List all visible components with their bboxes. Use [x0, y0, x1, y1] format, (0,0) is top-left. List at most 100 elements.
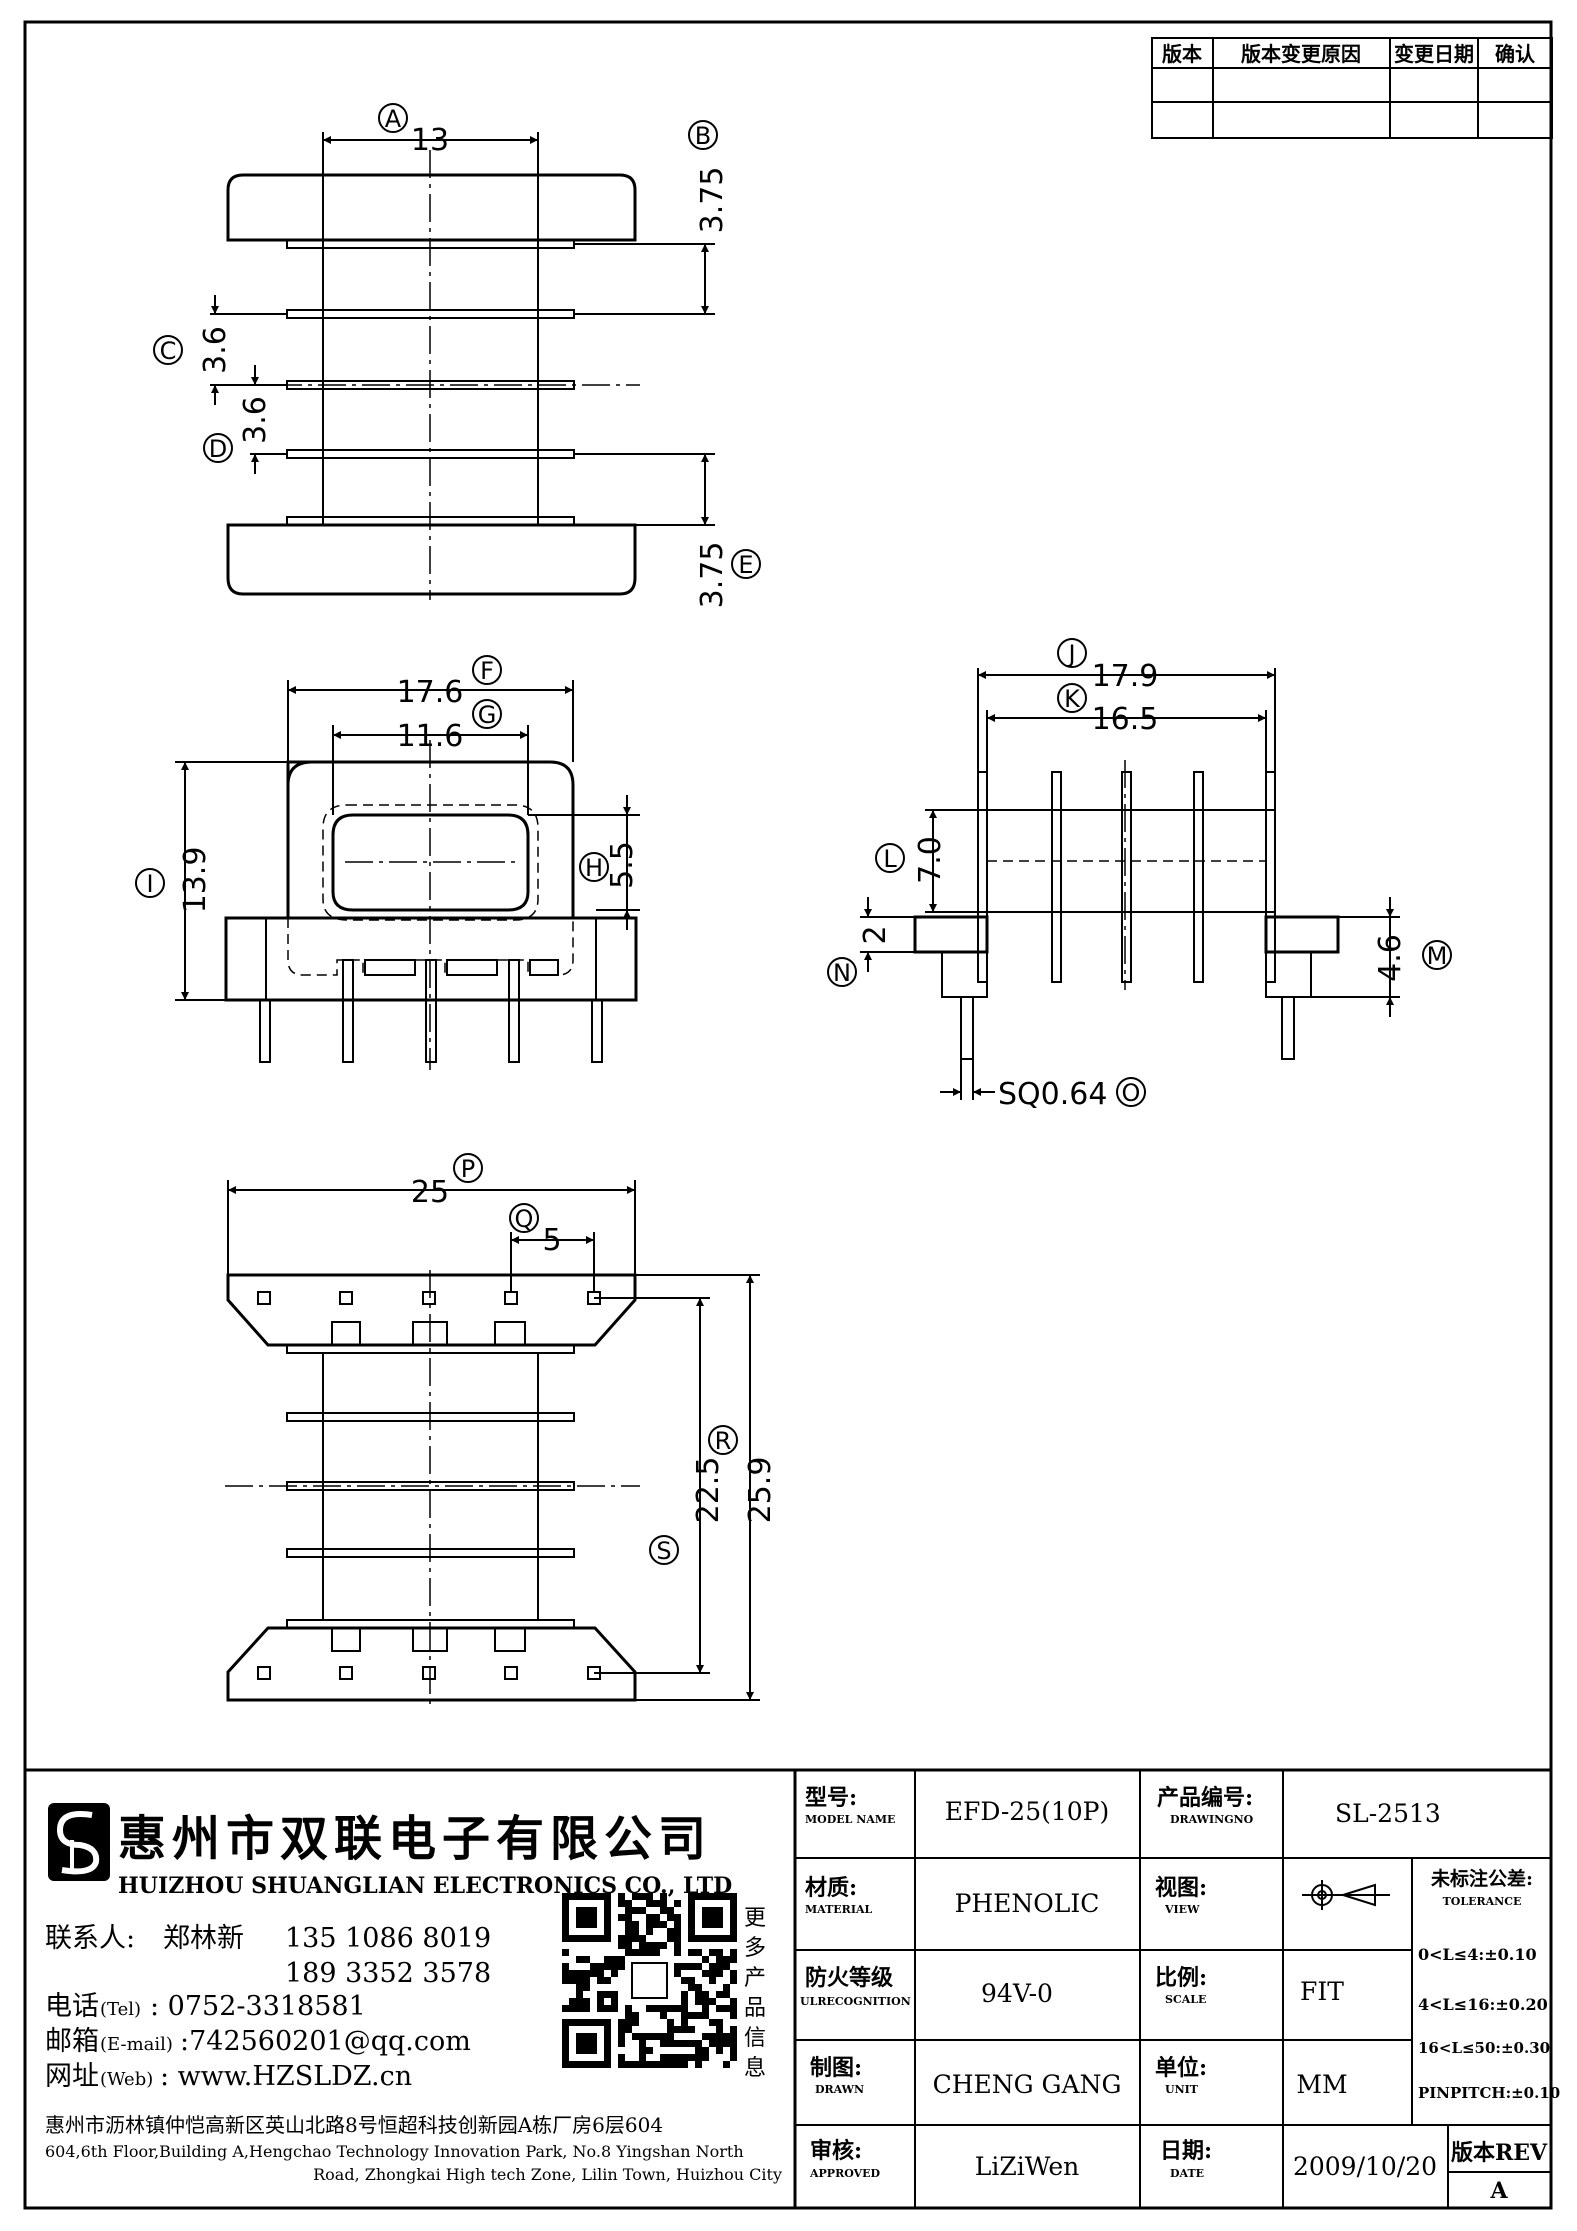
drawn-label: 制图: — [810, 2055, 862, 2081]
dim-e-value: 3.75 — [695, 542, 730, 609]
top-view: 13 A 3.75 B 3.6 C 3.6 D 3.75 E — [153, 103, 761, 609]
dim-k-value: 16.5 — [1092, 702, 1159, 737]
projection-symbol-icon — [1302, 1880, 1390, 1910]
qr-code — [562, 1893, 737, 2068]
tel-value: : 0752-3318581 — [150, 1991, 366, 2022]
dim-l-letter: L — [883, 845, 897, 873]
dim-h-value: 5.5 — [605, 841, 640, 889]
company-name-en: HUIZHOU SHUANGLIAN ELECTRONICS CO., LTD — [118, 1873, 732, 1899]
dim-l-value: 7.0 — [913, 836, 948, 884]
more-info-4: 品 — [744, 1996, 766, 2021]
view-label: 视图: — [1155, 1875, 1207, 1901]
dim-f-value: 17.6 — [397, 675, 464, 710]
contact-phone-1: 135 1086 8019 — [285, 1923, 491, 1954]
tel-label: 电话 — [45, 1991, 99, 2022]
dim-q-value: 5 — [542, 1223, 561, 1258]
model-value: EFD-25(10P) — [945, 1797, 1110, 1826]
rev-header-version: 版本 — [1162, 42, 1202, 66]
rev-header-date: 变更日期 — [1394, 42, 1474, 66]
model-label: 型号: — [805, 1785, 857, 1811]
email-label: 邮箱 — [45, 2026, 99, 2057]
more-info-3: 产 — [744, 1966, 766, 1991]
scale-value: FIT — [1300, 1977, 1344, 2006]
dim-a-value: 13 — [411, 123, 449, 158]
sheet-border — [23, 20, 1553, 2210]
dim-i-letter: I — [146, 870, 153, 898]
rev-header-confirm: 确认 — [1495, 42, 1536, 66]
dim-m-value: 4.6 — [1373, 934, 1408, 982]
web-label: 网址 — [45, 2061, 99, 2092]
more-info-1: 更 — [744, 1906, 766, 1931]
unit-value: MM — [1296, 2070, 1347, 2099]
drawn-label-en: DRAWN — [815, 2083, 864, 2096]
more-info-5: 信 — [744, 2026, 766, 2051]
contact-name: 郑林新 — [163, 1923, 244, 1954]
dim-h-letter: H — [585, 854, 603, 882]
dim-s-letter: S — [656, 1537, 671, 1565]
dim-a-letter: A — [385, 105, 402, 133]
address-en-1: 604,6th Floor,Building A,Hengchao Techno… — [45, 2142, 744, 2161]
rev-label: 版本REV — [1451, 2140, 1548, 2166]
address-cn: 惠州市沥林镇仲恺高新区英山北路8号恒超科技创新园A栋厂房6层604 — [45, 2113, 663, 2137]
approved-value: LiZiWen — [975, 2152, 1080, 2181]
bottom-view: 25 P 5 Q 25.9 R 22.5 S — [225, 1153, 778, 1710]
dim-m-letter: M — [1427, 942, 1448, 970]
tolerance-2: 4<L≤16:±0.20 — [1418, 1995, 1548, 2014]
web-value: : www.HZSLDZ.cn — [160, 2061, 412, 2092]
dim-s-value: 22.5 — [691, 1457, 726, 1524]
dim-o-letter: O — [1122, 1079, 1141, 1107]
tolerance-1: 0<L≤4:±0.10 — [1418, 1945, 1537, 1964]
dim-j-value: 17.9 — [1092, 659, 1159, 694]
fire-label-en: ULRECOGNITION — [800, 1995, 911, 2008]
unit-label: 单位: — [1155, 2055, 1207, 2081]
dim-p-value: 25 — [411, 1175, 449, 1210]
email-sub: (E-mail) — [100, 2034, 173, 2055]
dim-q-letter: Q — [515, 1205, 534, 1233]
company-name-cn: 惠州市双联电子有限公司 — [118, 1811, 712, 1867]
dim-e-letter: E — [738, 551, 753, 579]
dim-j-letter: J — [1066, 640, 1075, 668]
date-label: 日期: — [1160, 2138, 1212, 2164]
contact-phone-2: 189 3352 3578 — [285, 1958, 491, 1989]
fire-label: 防火等级 — [805, 1965, 893, 1991]
dim-d-value: 3.6 — [238, 396, 273, 444]
dim-o-value: SQ0.64 — [998, 1077, 1107, 1112]
fire-value: 94V-0 — [981, 1979, 1053, 2008]
material-value: PHENOLIC — [955, 1889, 1100, 1918]
tolerance-label: 未标注公差: — [1430, 1867, 1533, 1890]
dim-g-letter: G — [478, 701, 497, 729]
dim-b-value: 3.75 — [695, 167, 730, 234]
email-value: :742560201@qq.com — [180, 2026, 471, 2057]
dim-p-letter: P — [461, 1155, 475, 1183]
drawing-no-value: SL-2513 — [1335, 1799, 1441, 1828]
scale-label: 比例: — [1155, 1965, 1207, 1991]
dim-i-value: 13.9 — [178, 847, 213, 914]
approved-label: 审核: — [810, 2138, 862, 2164]
front-view: 17.6 F 11.6 G 5.5 H 13.9 I — [135, 655, 640, 1070]
material-label: 材质: — [805, 1875, 857, 1901]
contact-label: 联系人: — [45, 1923, 135, 1954]
company-logo — [48, 1803, 110, 1881]
address-en-2: Road, Zhongkai High tech Zone, Lilin Tow… — [313, 2165, 782, 2184]
tolerance-3: 16<L≤50:±0.30 — [1418, 2039, 1550, 2057]
more-info-2: 多 — [744, 1936, 766, 1961]
dim-d-letter: D — [209, 435, 227, 463]
dim-f-letter: F — [480, 657, 494, 685]
dim-c-value: 3.6 — [198, 326, 233, 374]
material-label-en: MATERIAL — [805, 1903, 873, 1916]
dim-n-value: 2 — [858, 925, 893, 944]
unit-label-en: UNIT — [1165, 2083, 1199, 2096]
model-label-en: MODEL NAME — [805, 1813, 895, 1826]
dim-k-letter: K — [1064, 685, 1081, 713]
web-sub: (Web) — [100, 2069, 153, 2090]
approved-label-en: APPROVED — [809, 2167, 881, 2180]
dim-g-value: 11.6 — [397, 719, 464, 754]
dim-b-letter: B — [695, 122, 711, 150]
tolerance-4: PINPITCH:±0.10 — [1418, 2084, 1560, 2102]
more-info-6: 息 — [744, 2056, 766, 2081]
dim-r-letter: R — [715, 1427, 732, 1455]
date-value: 2009/10/20 — [1293, 2152, 1437, 2181]
date-label-en: DATE — [1170, 2167, 1204, 2180]
rev-header-reason: 版本变更原因 — [1241, 42, 1361, 66]
